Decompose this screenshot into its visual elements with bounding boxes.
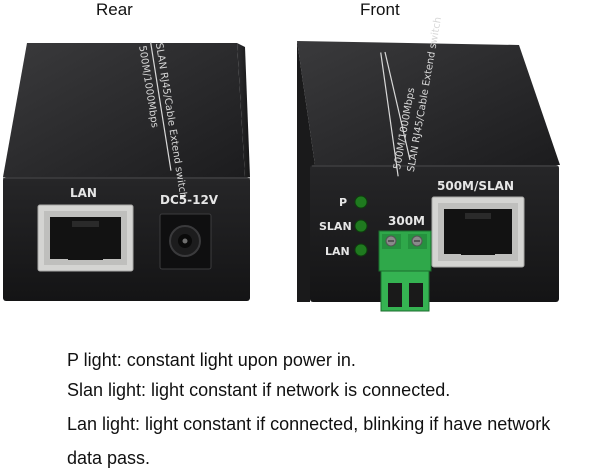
terminal-label: 300M (388, 214, 425, 228)
front-device: 500M/1000Mbps SLAN RJ45/Cable Extend swi… (297, 16, 560, 312)
rear-side-surface (237, 43, 250, 177)
led-slan-label: SLAN (319, 220, 352, 233)
led-slan-indicator (354, 219, 368, 233)
description-line-2: Slan light: light constant if network is… (67, 380, 451, 400)
rear-lan-label: LAN (70, 186, 97, 200)
rear-label: Rear (96, 0, 133, 19)
front-label: Front (360, 0, 400, 19)
description-line-4: data pass. (67, 448, 151, 468)
rear-dc-label: DC5-12V (160, 193, 219, 207)
front-top-surface (297, 41, 560, 165)
description-line-3: Lan light: light constant if connected, … (67, 414, 551, 434)
led-p-label: P (339, 196, 347, 209)
rear-device: 500M/1000Mbps SLAN RJ45/Cable Extend swi… (3, 42, 250, 301)
led-lan-label: LAN (325, 245, 350, 258)
led-lan-indicator (354, 243, 368, 257)
product-photo: 500M/1000Mbps SLAN RJ45/Cable Extend swi… (3, 16, 560, 312)
description-line-1: P light: constant light upon power in. (67, 350, 356, 370)
rear-top-surface (3, 43, 245, 177)
front-port-label: 500M/SLAN (437, 179, 514, 193)
rear-lan-port[interactable] (37, 204, 134, 272)
front-slan-port[interactable] (431, 196, 525, 268)
led-p-indicator (354, 195, 368, 209)
rear-dc-jack[interactable] (159, 213, 212, 270)
green-terminal-block[interactable] (378, 230, 432, 312)
